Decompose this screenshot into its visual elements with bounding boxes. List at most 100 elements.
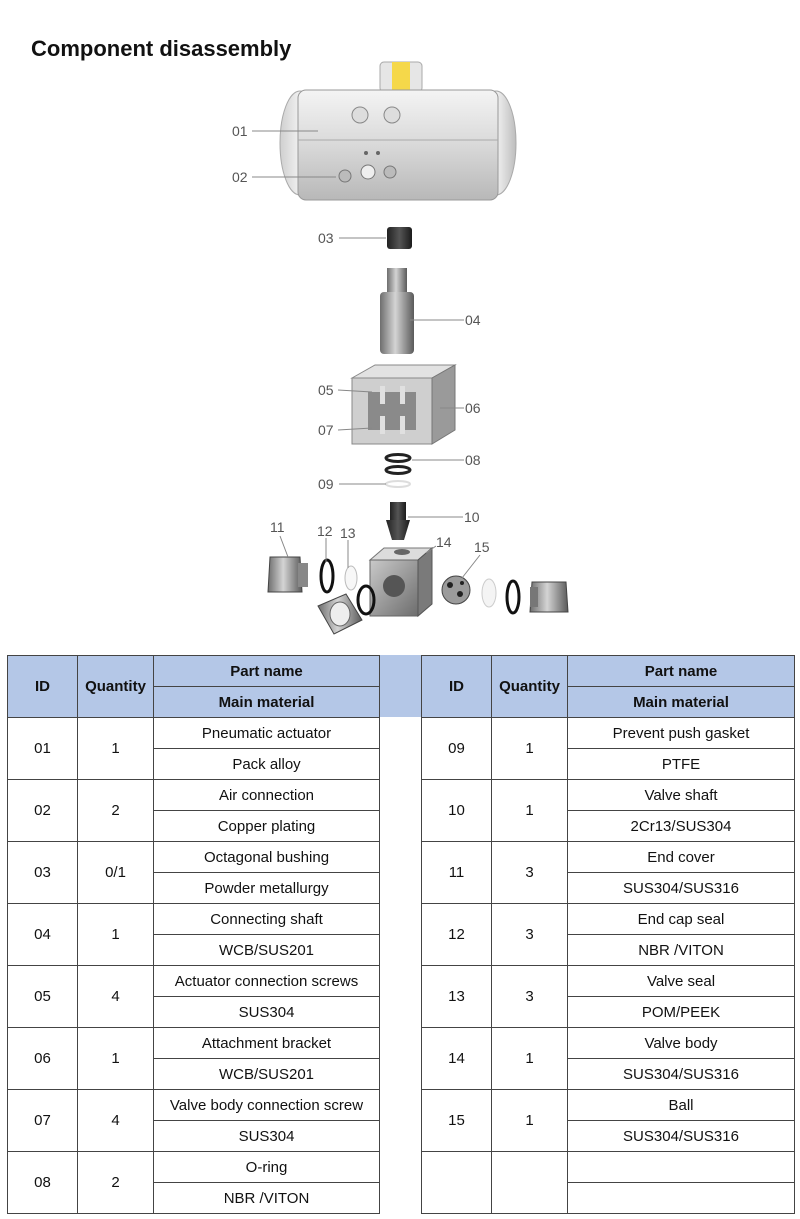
part-name-cell: Valve body	[567, 1027, 795, 1059]
material-cell: POM/PEEK	[567, 996, 795, 1028]
material-cell: Pack alloy	[153, 748, 380, 780]
callout-01: 01	[232, 123, 248, 139]
header-main-material: Main material	[567, 686, 795, 718]
header-id: ID	[7, 655, 78, 718]
callout-12: 12	[317, 523, 333, 539]
part-id-cell	[421, 1151, 492, 1214]
table-row: Pack alloy	[8, 748, 380, 780]
part-id-cell: 13	[421, 965, 492, 1028]
header-quantity: Quantity	[77, 655, 154, 718]
quantity-cell: 1	[491, 779, 568, 842]
quantity-cell: 4	[77, 1089, 154, 1152]
material-cell	[567, 1182, 795, 1214]
table-row: Powder metallurgy	[8, 872, 380, 904]
part-name-cell: Pneumatic actuator	[153, 717, 380, 749]
material-cell: SUS304	[153, 996, 380, 1028]
callout-02: 02	[232, 169, 248, 185]
material-cell: WCB/SUS201	[153, 934, 380, 966]
quantity-cell: 1	[491, 1027, 568, 1090]
callout-11: 11	[270, 519, 285, 535]
material-cell: PTFE	[567, 748, 795, 780]
quantity-cell: 1	[491, 717, 568, 780]
part-name-cell: Valve seal	[567, 965, 795, 997]
callout-05: 05	[318, 382, 334, 398]
quantity-cell: 3	[491, 903, 568, 966]
header-main-material: Main material	[153, 686, 380, 718]
material-cell: Copper plating	[153, 810, 380, 842]
table-row	[421, 1151, 795, 1214]
part-id-cell: 11	[421, 841, 492, 904]
o-ring-illustration	[384, 465, 412, 475]
part-id-cell: 05	[7, 965, 78, 1028]
table-row: SUS304	[8, 996, 380, 1028]
callout-14: 14	[436, 534, 452, 550]
material-cell: NBR /VITON	[567, 934, 795, 966]
part-id-cell: 09	[421, 717, 492, 780]
o-ring-illustration	[384, 453, 412, 463]
quantity-cell: 0/1	[77, 841, 154, 904]
part-id-cell: 12	[421, 903, 492, 966]
quantity-cell: 2	[77, 1151, 154, 1214]
part-name-cell: End cover	[567, 841, 795, 873]
quantity-cell: 2	[77, 779, 154, 842]
part-id-cell: 08	[7, 1151, 78, 1214]
material-cell: WCB/SUS201	[153, 1058, 380, 1090]
callout-15: 15	[474, 539, 490, 555]
valve-shaft-illustration	[386, 502, 410, 540]
part-id-cell: 10	[421, 779, 492, 842]
part-name-cell: Valve shaft	[567, 779, 795, 811]
header-part-name: Part name	[153, 655, 380, 687]
table-row: WCB/SUS201	[8, 934, 380, 966]
quantity-cell: 3	[491, 841, 568, 904]
bracket-illustration	[350, 364, 457, 445]
material-cell: SUS304/SUS316	[567, 1058, 795, 1090]
gasket-illustration	[385, 480, 411, 488]
table-row: PTFE	[422, 748, 795, 780]
table-row: NBR /VITON	[8, 1182, 380, 1214]
quantity-cell: 4	[77, 965, 154, 1028]
callout-04: 04	[465, 312, 481, 328]
valve-assembly-illustration	[267, 546, 569, 635]
table-row	[422, 1182, 795, 1214]
callout-13: 13	[340, 525, 356, 541]
part-name-cell: O-ring	[153, 1151, 380, 1183]
table-row: 2Cr13/SUS304	[422, 810, 795, 842]
callout-09: 09	[318, 476, 334, 492]
callout-07: 07	[318, 422, 334, 438]
callout-03: 03	[318, 230, 334, 246]
material-cell: SUS304/SUS316	[567, 1120, 795, 1152]
quantity-cell: 1	[77, 1027, 154, 1090]
quantity-cell: 1	[491, 1089, 568, 1152]
header-quantity: Quantity	[491, 655, 568, 718]
part-name-cell: Valve body connection screw	[153, 1089, 380, 1121]
part-name-cell: Octagonal bushing	[153, 841, 380, 873]
part-name-cell: End cap seal	[567, 903, 795, 935]
bushing-illustration	[387, 227, 412, 249]
quantity-cell: 3	[491, 965, 568, 1028]
actuator-illustration	[279, 61, 517, 201]
part-id-cell: 04	[7, 903, 78, 966]
header-part-name: Part name	[567, 655, 795, 687]
shaft-illustration	[380, 268, 414, 354]
quantity-cell	[491, 1151, 568, 1214]
table-row: Copper plating	[8, 810, 380, 842]
part-name-cell: Air connection	[153, 779, 380, 811]
part-name-cell: Connecting shaft	[153, 903, 380, 935]
part-name-cell: Actuator connection screws	[153, 965, 380, 997]
part-id-cell: 06	[7, 1027, 78, 1090]
table-row: NBR /VITON	[422, 934, 795, 966]
header-id: ID	[421, 655, 492, 718]
part-id-cell: 02	[7, 779, 78, 842]
